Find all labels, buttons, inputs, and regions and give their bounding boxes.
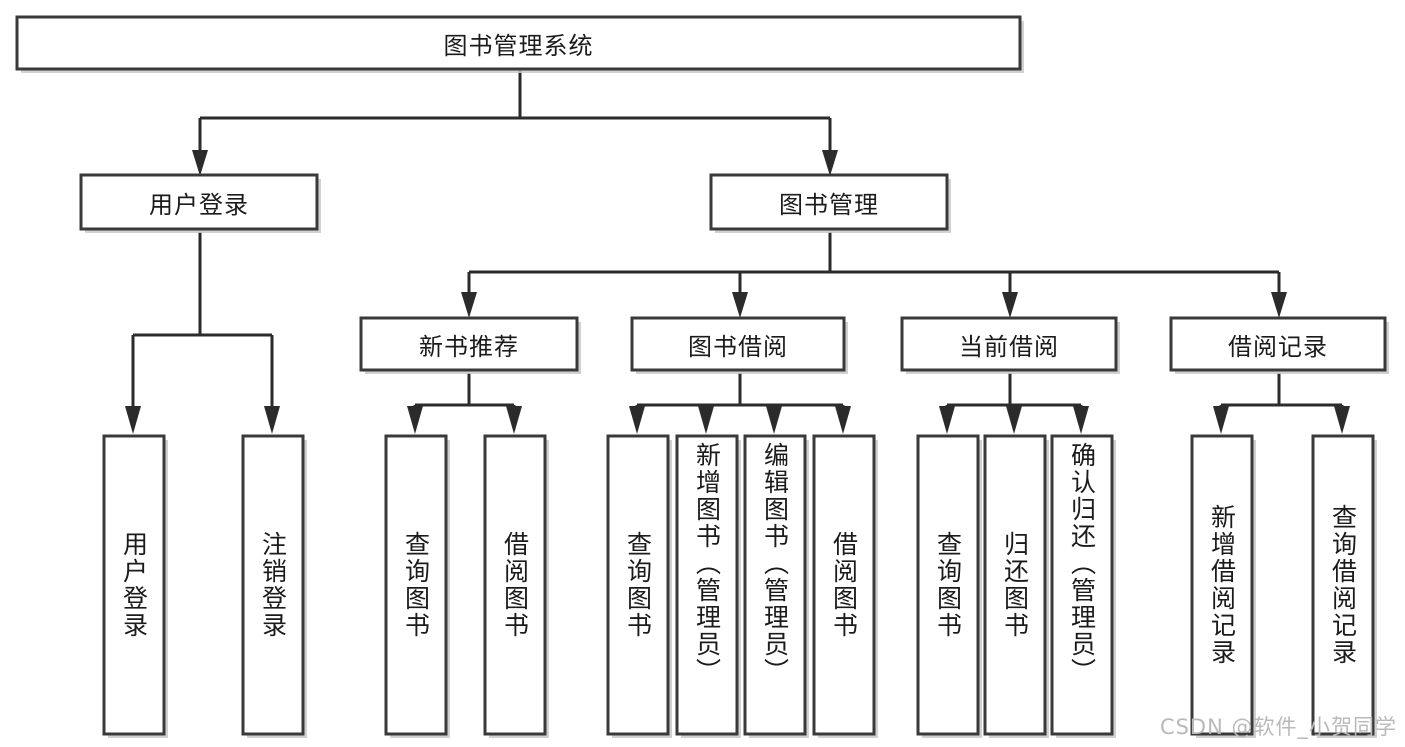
connector-current-borrow-to-leaves xyxy=(939,373,1089,434)
node-current-borrow-box[interactable] xyxy=(900,316,1120,374)
connector-book-management-to-level3 xyxy=(461,232,1287,318)
leaf-box[interactable] xyxy=(916,434,982,738)
leaf-box[interactable] xyxy=(102,434,168,738)
node-new-book-recommend-box[interactable] xyxy=(359,316,581,374)
leaf-box[interactable] xyxy=(384,434,450,738)
leaf-box[interactable] xyxy=(241,434,307,738)
leaf-box[interactable] xyxy=(983,434,1049,738)
leaf-box[interactable] xyxy=(1190,434,1256,738)
leaf-box[interactable] xyxy=(743,434,809,738)
connector-root-to-level2 xyxy=(192,70,838,176)
node-book-management-box[interactable] xyxy=(709,173,951,233)
leaf-box[interactable] xyxy=(812,434,878,738)
connector-user-login-to-leaves xyxy=(125,232,280,434)
leaf-box[interactable] xyxy=(483,434,549,738)
connector-new-book-to-leaves xyxy=(407,373,522,434)
leaf-box[interactable] xyxy=(606,434,672,738)
node-root-box[interactable] xyxy=(15,15,1024,73)
leaf-box[interactable] xyxy=(675,434,741,738)
node-user-login-box[interactable] xyxy=(79,173,321,233)
connector-borrow-records-to-leaves xyxy=(1213,373,1350,434)
node-borrow-records-box[interactable] xyxy=(1169,316,1389,374)
leaf-box[interactable] xyxy=(1311,434,1377,738)
leaf-box[interactable] xyxy=(1050,434,1116,738)
connector-book-borrow-to-leaves xyxy=(629,373,851,434)
node-book-borrow-box[interactable] xyxy=(630,316,848,374)
